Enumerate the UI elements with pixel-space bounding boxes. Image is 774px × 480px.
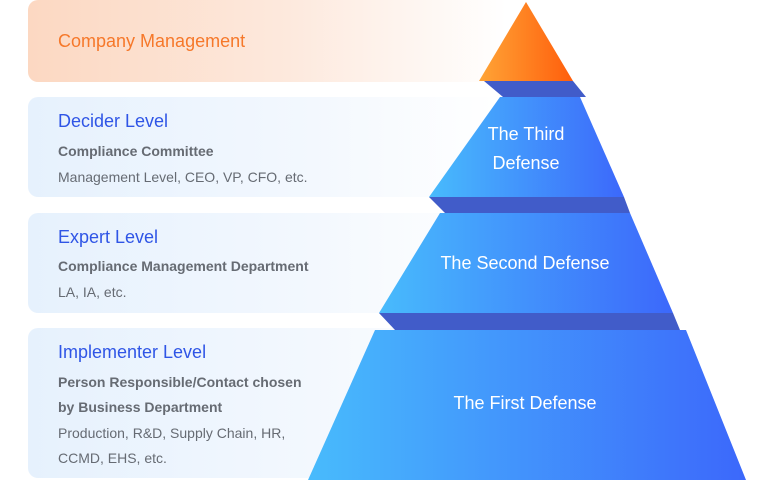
pyramid-top-orange: [479, 2, 573, 81]
expert-level-description: LA, IA, etc.: [58, 284, 127, 300]
decider-level-subtitle: Compliance Committee: [58, 143, 214, 159]
second-defense-label: The Second Defense: [440, 253, 610, 273]
pyramid-band: [429, 197, 630, 213]
third-defense-label: The Third Defense: [460, 120, 592, 178]
third-defense-line1: The Third: [487, 124, 565, 144]
expert-level-subtitle: Compliance Management Department: [58, 258, 309, 274]
company-management-panel: Company Management: [28, 0, 548, 82]
expert-level-title: Expert Level: [58, 227, 159, 247]
pyramid-first-defense: [308, 330, 746, 480]
implementer-level-subtitle-1: Person Responsible/Contact chosen: [58, 374, 302, 390]
company-management-title: Company Management: [58, 31, 246, 51]
decider-level-title: Decider Level: [58, 111, 169, 131]
implementer-level-title: Implementer Level: [58, 342, 207, 362]
first-defense-label: The First Defense: [453, 393, 597, 413]
pyramid-third-defense: [429, 97, 624, 197]
implementer-level-description-2: CCMD, EHS, etc.: [58, 450, 167, 466]
implementer-level-description-1: Production, R&D, Supply Chain, HR,: [58, 425, 286, 441]
pyramid-band: [379, 313, 680, 330]
pyramid-second-defense: [379, 213, 673, 313]
pyramid-band: [484, 81, 586, 97]
third-defense-line2: Defense: [492, 153, 560, 173]
implementer-level-subtitle-2: by Business Department: [58, 399, 223, 415]
decider-level-description: Management Level, CEO, VP, CFO, etc.: [58, 169, 308, 185]
decider-level-panel: Decider Level Compliance Committee Manag…: [28, 97, 548, 197]
